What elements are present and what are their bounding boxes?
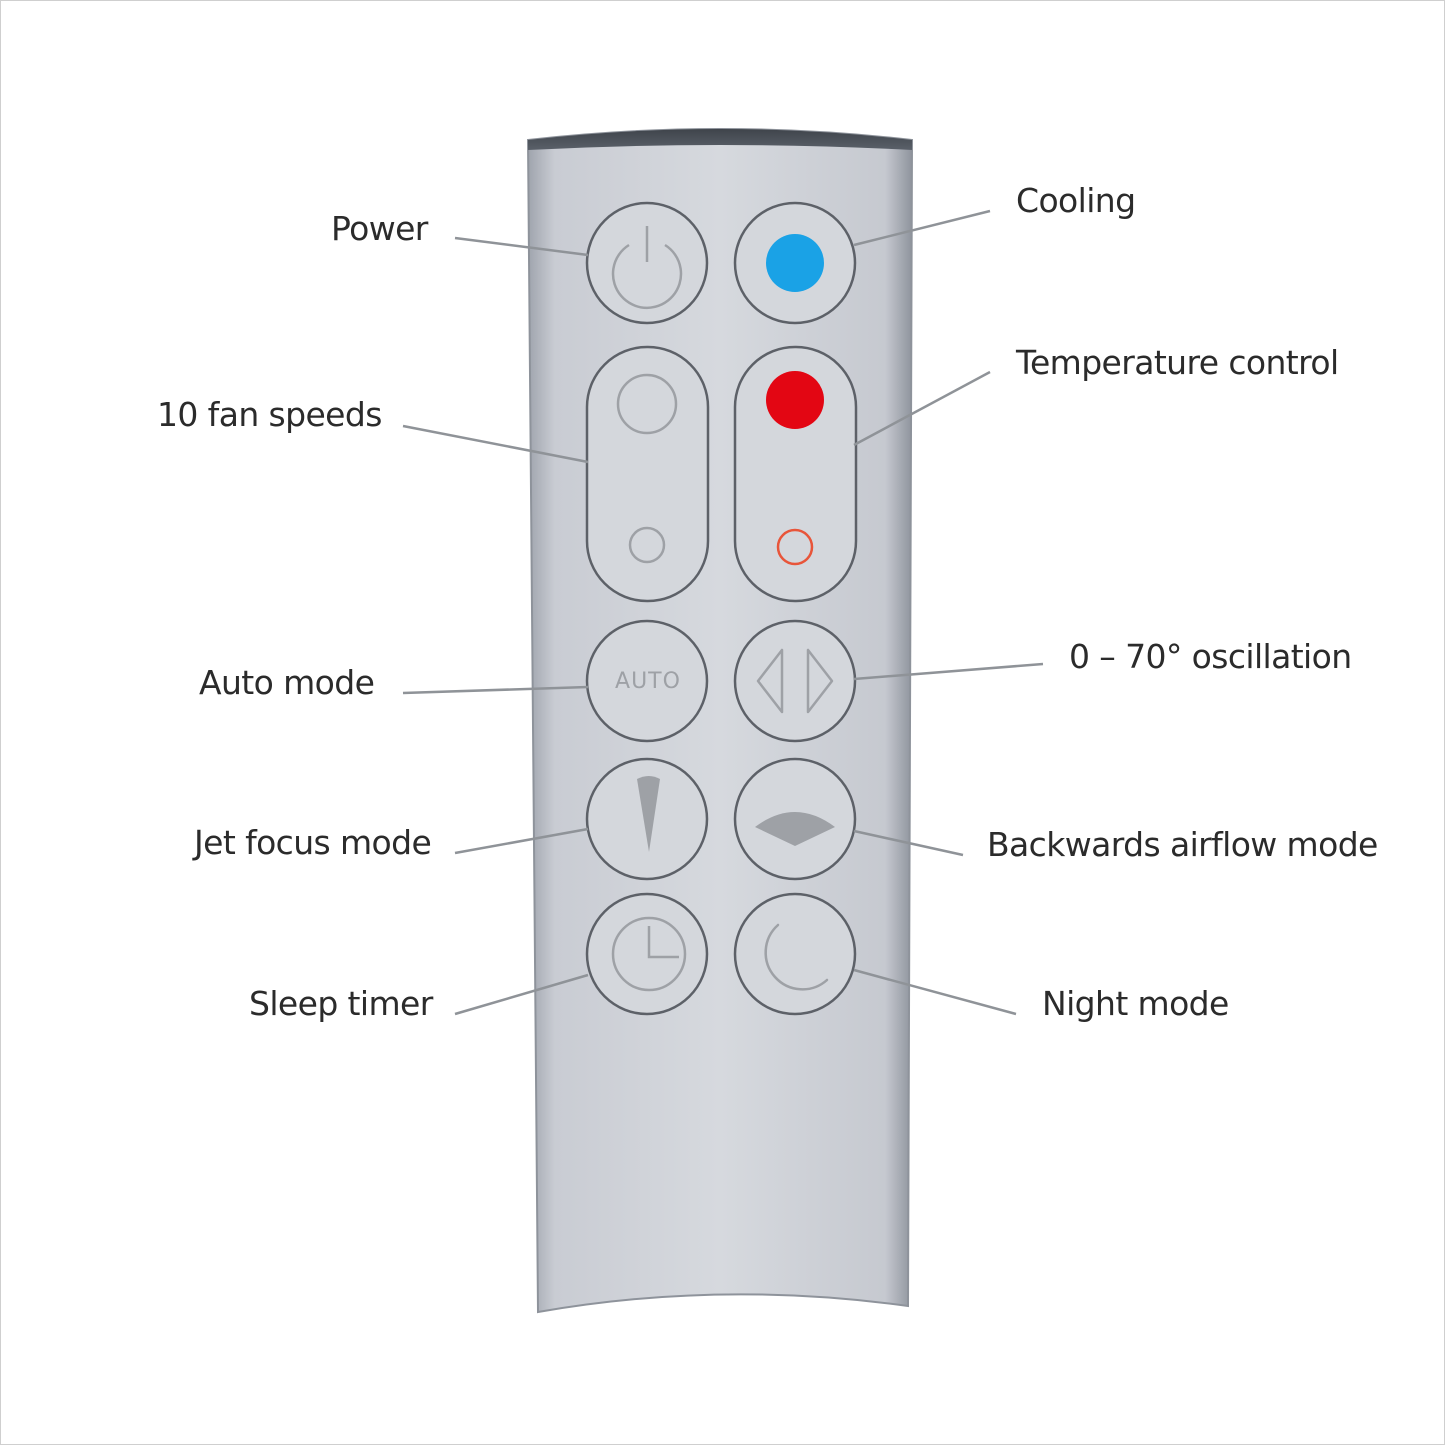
label-jet-focus: Jet focus mode (194, 823, 432, 862)
cooling-button[interactable] (733, 201, 857, 325)
label-oscillation: 0 – 70° oscillation (1069, 637, 1352, 676)
backwards-airflow-button[interactable] (733, 757, 857, 881)
leader-line-fan-speeds (402, 424, 589, 464)
label-backwards-airflow: Backwards airflow mode (987, 825, 1378, 864)
backwards-airflow-icon (755, 812, 835, 846)
label-temperature: Temperature control (1016, 343, 1339, 382)
jet-focus-button[interactable] (585, 757, 709, 881)
label-power: Power (331, 209, 428, 248)
label-fan-speeds: 10 fan speeds (157, 395, 382, 434)
label-night-mode: Night mode (1042, 984, 1229, 1023)
temp-up-icon (766, 371, 824, 429)
sleep-timer-button[interactable] (585, 892, 709, 1016)
night-mode-button[interactable] (733, 892, 857, 1016)
auto-button-text: AUTO (615, 669, 681, 694)
power-button[interactable] (585, 201, 709, 325)
remote-body (526, 128, 914, 1314)
label-cooling: Cooling (1016, 181, 1136, 220)
leader-line-night-mode (853, 968, 1017, 1016)
temperature-button[interactable] (733, 345, 858, 603)
leader-line-auto (402, 685, 589, 695)
oscillation-button[interactable] (733, 619, 857, 743)
leader-line-oscillation (853, 662, 1044, 681)
remote-top-cap (528, 129, 912, 150)
leader-lines (402, 209, 1044, 1016)
leader-line-jet-focus (454, 827, 589, 855)
fan-up-icon (616, 373, 678, 435)
jet-focus-icon (637, 776, 660, 852)
leader-line-power (454, 236, 589, 257)
label-sleep-timer: Sleep timer (249, 984, 433, 1023)
cooling-dot-icon (766, 234, 824, 292)
fan-speed-button[interactable] (585, 345, 710, 603)
leader-line-sleep-timer (454, 973, 589, 1016)
oscillation-icon (756, 648, 834, 714)
leader-line-cooling (853, 209, 991, 247)
fan-down-icon (628, 526, 666, 564)
leader-line-backwards (853, 829, 964, 857)
clock-icon (611, 916, 687, 992)
auto-mode-button[interactable]: AUTO (585, 619, 709, 743)
power-icon (611, 226, 683, 310)
label-auto-mode: Auto mode (199, 663, 375, 702)
moon-icon (764, 923, 829, 991)
temp-down-icon (776, 528, 814, 566)
leader-line-temperature (853, 370, 991, 447)
